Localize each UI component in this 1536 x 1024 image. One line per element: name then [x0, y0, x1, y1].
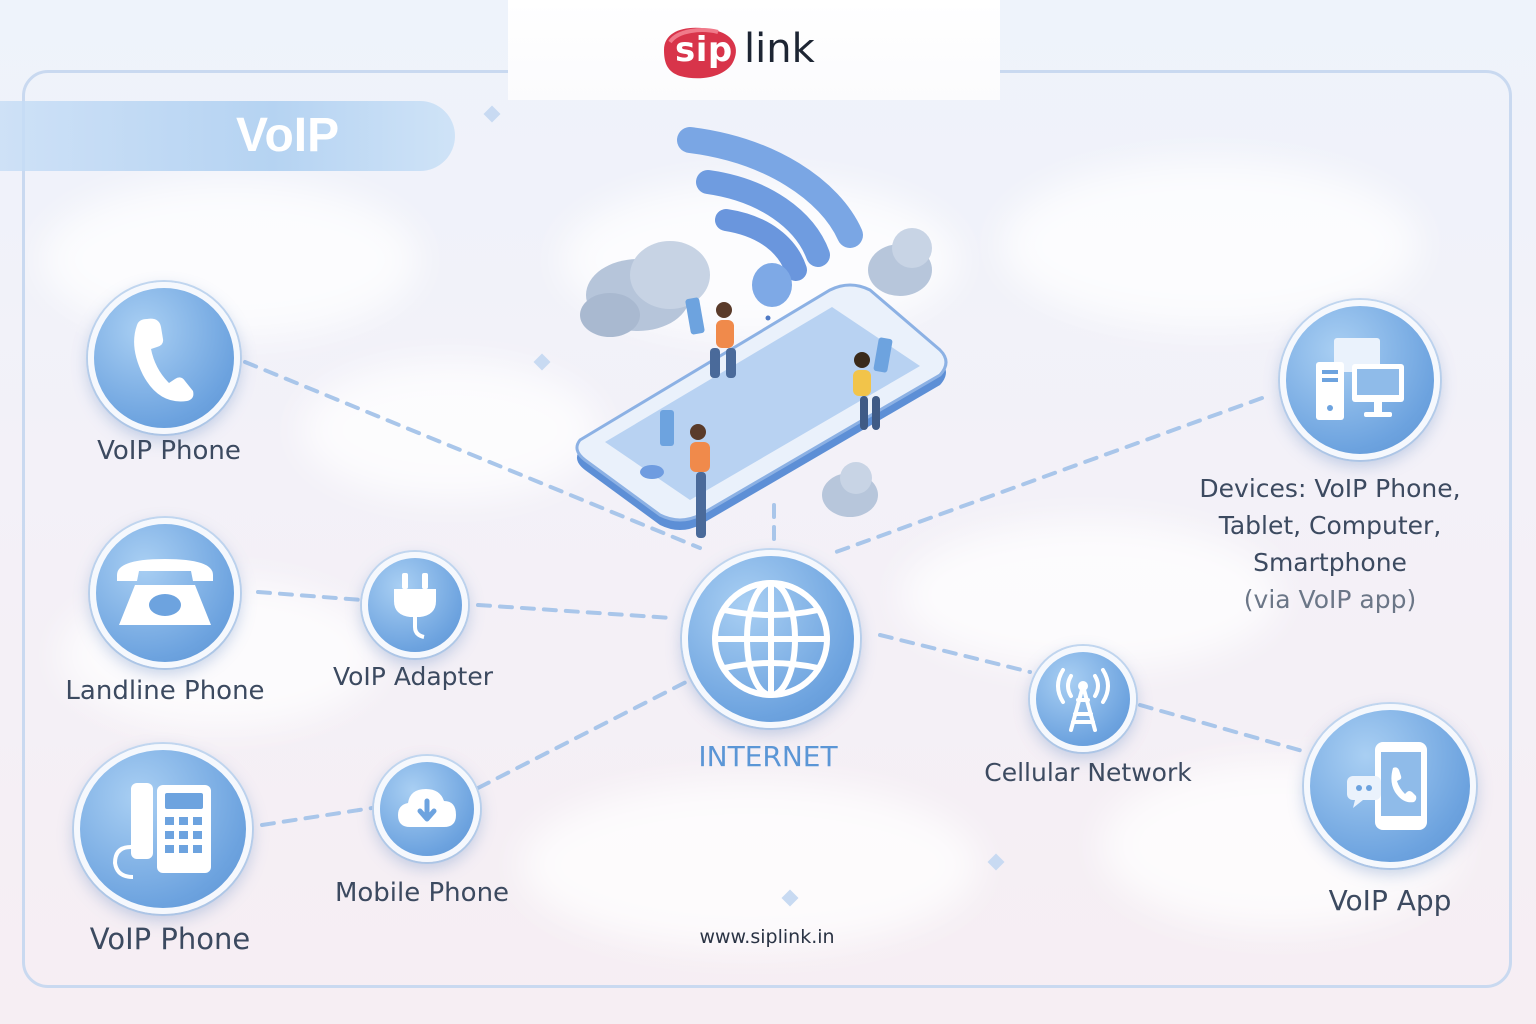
smartphone-call-icon: [1347, 742, 1427, 830]
desk-phone-icon: [112, 783, 211, 879]
mobile-phone-label: Mobile Phone: [334, 878, 510, 908]
voip-desk-phone-label: VoIP Phone: [89, 922, 251, 956]
line-voip-phone-to-hub: [243, 360, 702, 550]
logo-link-text: link: [744, 26, 815, 72]
devices-node[interactable]: [1280, 300, 1440, 460]
handset-icon: [134, 318, 194, 402]
cellular-network-label: Cellular Network: [984, 758, 1192, 787]
computer-devices-icon: [1316, 338, 1404, 420]
person-with-tablet-icon: [853, 337, 893, 430]
cloud-left-icon: [580, 241, 710, 337]
person-with-tablet-icon: [660, 410, 710, 538]
devices-label-line1: Devices: VoIP Phone,: [1199, 474, 1461, 503]
logo-drop-shape: [664, 27, 736, 79]
line-adapter-to-internet: [476, 603, 674, 620]
globe-icon: [712, 580, 830, 698]
voip-phone-label: VoIP Phone: [97, 436, 241, 466]
smartphone-hub-illustration: [575, 127, 948, 538]
devices-label: Devices: VoIP Phone, Tablet, Computer, S…: [1199, 470, 1460, 618]
voip-app-node[interactable]: [1304, 704, 1476, 868]
mobile-phone-node[interactable]: [374, 756, 480, 862]
devices-label-line2: Tablet, Computer,: [1218, 511, 1442, 540]
cloud-bottom-icon: [822, 462, 878, 517]
line-cellular-to-app: [1138, 703, 1308, 754]
plug-icon: [394, 573, 436, 639]
logo-sip-text: sip: [675, 30, 733, 70]
rotary-phone-icon: [117, 559, 213, 625]
person-with-tablet-icon: [685, 297, 736, 378]
line-devices-to-hub: [834, 396, 1264, 554]
line-landline-to-adapter: [256, 590, 364, 602]
cell-tower-icon: [1056, 668, 1110, 732]
line-internet-to-cellular: [878, 633, 1032, 674]
cellular-network-node[interactable]: [1030, 646, 1136, 752]
title-tab: [0, 101, 455, 171]
voip-adapter-label: VoIP Adapter: [332, 662, 494, 691]
landline-phone-label: Landline Phone: [65, 676, 265, 706]
internet-label: INTERNET: [698, 740, 838, 773]
smartphone-platform-icon: [575, 283, 948, 530]
page-title: VoIP: [236, 109, 340, 162]
wifi-icon: [677, 127, 863, 307]
website-link[interactable]: www.siplink.in: [699, 926, 835, 948]
line-mobile-to-internet: [476, 678, 692, 790]
voip-app-label: VoIP App: [1328, 884, 1452, 917]
devices-label-line3: Smartphone: [1253, 548, 1407, 577]
cloud-right-icon: [868, 228, 932, 296]
voip-phone-node[interactable]: [88, 282, 240, 434]
logo-area: [508, 0, 1000, 100]
landline-phone-node[interactable]: [90, 518, 240, 668]
line-deskphone-to-mobile: [260, 806, 374, 827]
voip-desk-phone-node[interactable]: [74, 744, 252, 914]
cloud-download-icon: [398, 789, 456, 827]
internet-node[interactable]: [682, 550, 860, 728]
voip-adapter-node[interactable]: [362, 552, 468, 658]
devices-label-sub: (via VoIP app): [1243, 585, 1417, 614]
